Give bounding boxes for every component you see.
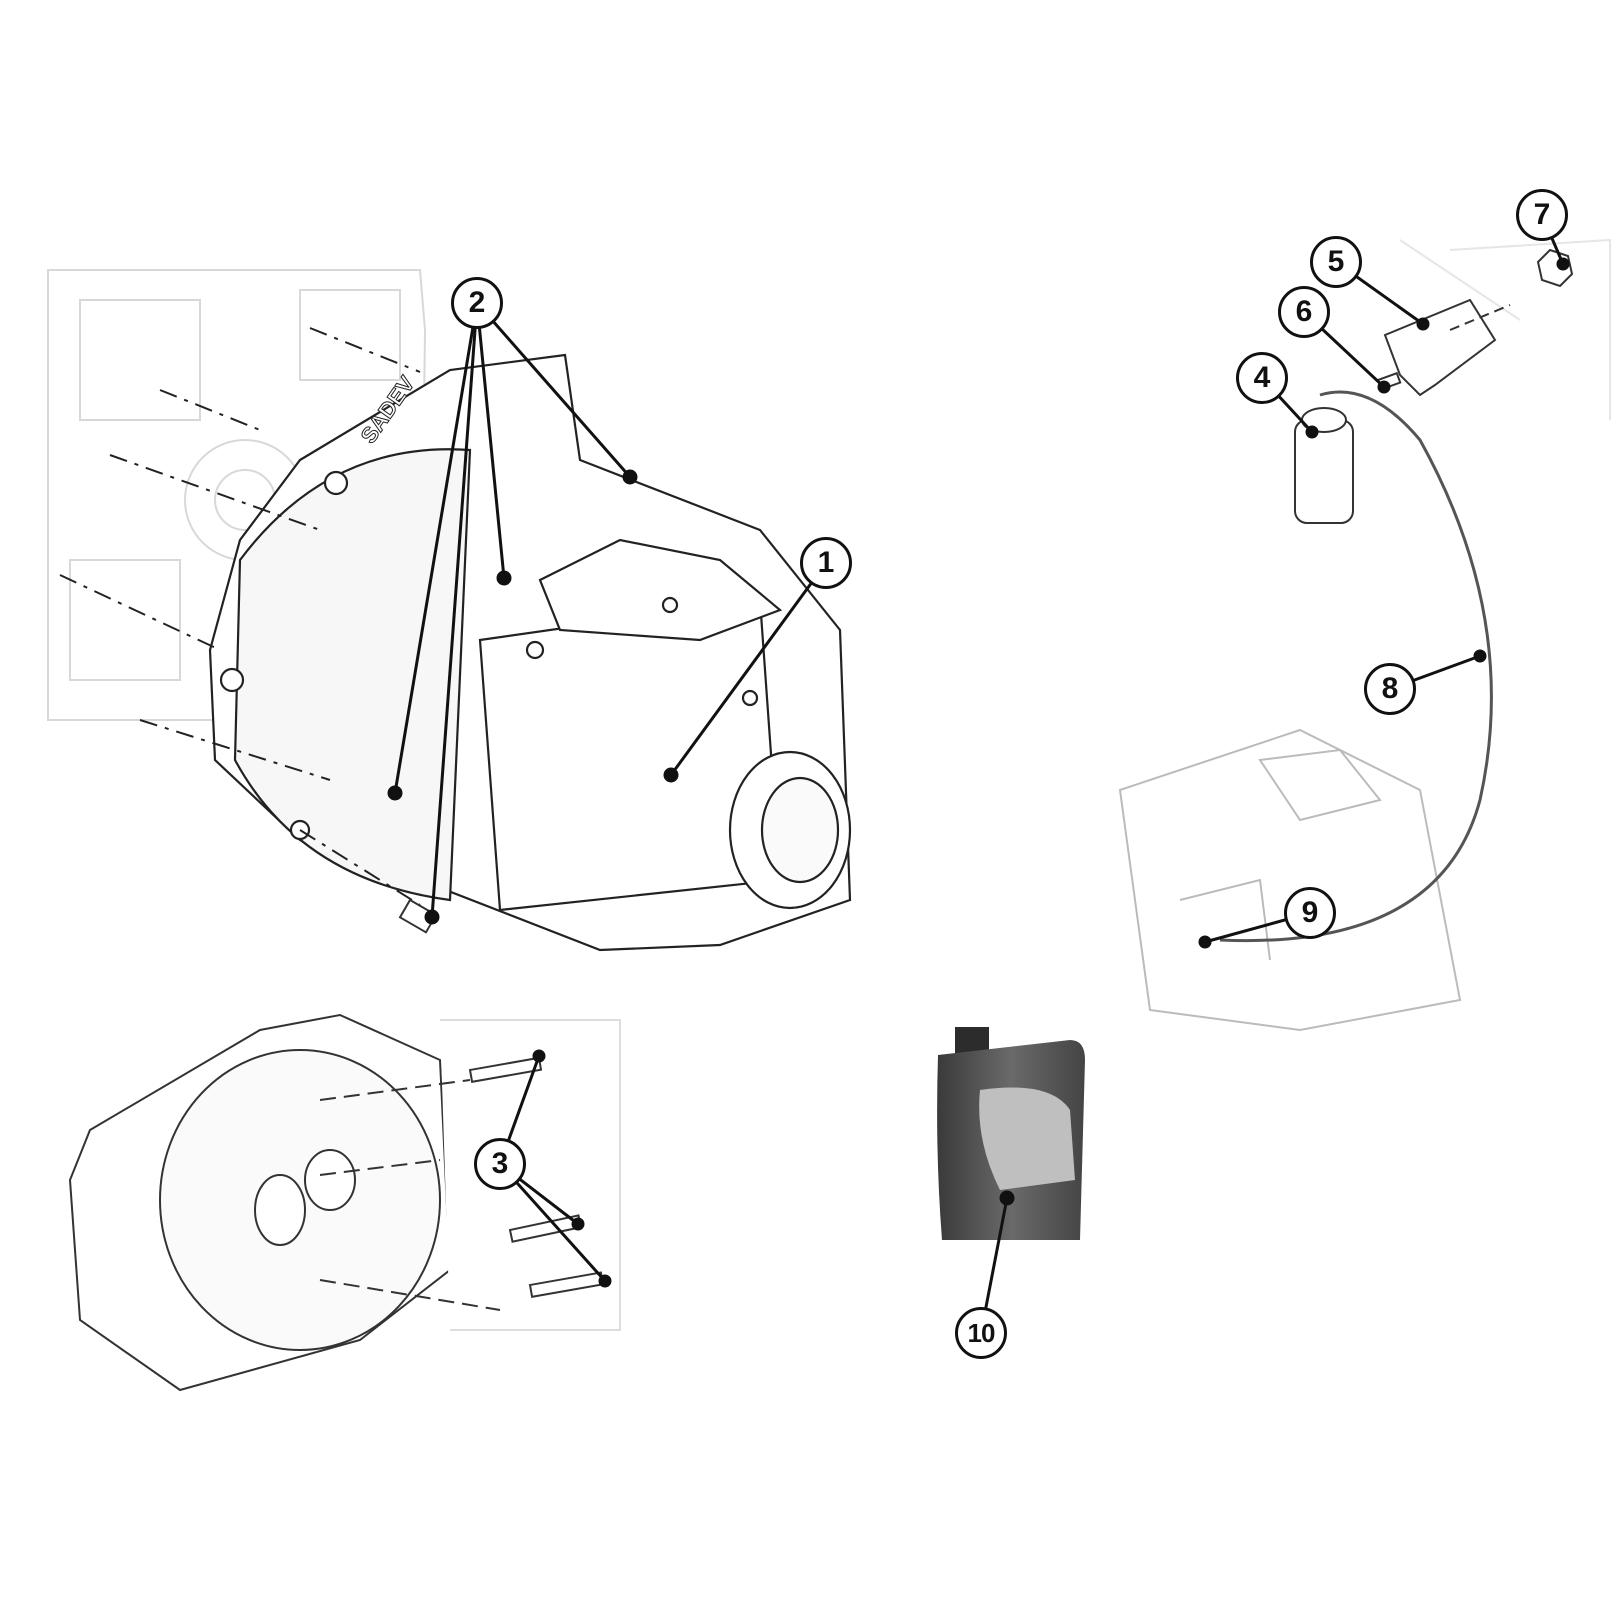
gearbox-ghost-right xyxy=(1118,238,1611,1032)
callout-2: 2 xyxy=(451,277,503,329)
callout-4: 4 xyxy=(1236,352,1288,404)
bolts xyxy=(398,898,605,1298)
leader-lines xyxy=(387,214,1570,1334)
callout-9: 9 xyxy=(1284,887,1336,939)
callout-5: 5 xyxy=(1310,236,1362,288)
bolt-guides xyxy=(319,1079,501,1311)
oil-bottle-drawing xyxy=(937,1027,1085,1240)
callout-1: 1 xyxy=(800,537,852,589)
callout-6: 6 xyxy=(1278,286,1330,338)
dash-guides xyxy=(59,327,421,906)
gearbox-drawing xyxy=(208,353,852,952)
callout-10: 10 xyxy=(955,1307,1007,1359)
callout-8: 8 xyxy=(1364,663,1416,715)
hydraulic-line-drawing xyxy=(1219,390,1493,943)
callout-7: 7 xyxy=(1516,189,1568,241)
bellhousing-drawing xyxy=(68,1013,621,1392)
bracket-guide xyxy=(1449,304,1511,331)
bracket-drawing xyxy=(1376,248,1574,397)
fluid-reservoir-drawing xyxy=(1294,407,1354,524)
callout-3: 3 xyxy=(474,1138,526,1190)
